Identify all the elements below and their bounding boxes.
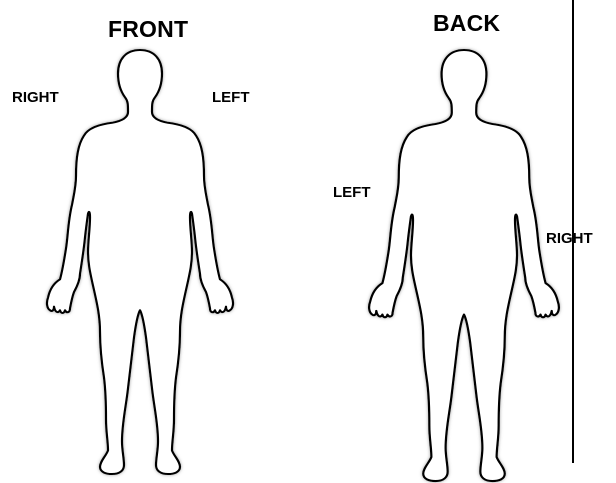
back-title: BACK <box>433 12 500 35</box>
back-body-outline <box>369 50 559 481</box>
front-left-label: LEFT <box>212 90 250 105</box>
front-body-outline <box>47 50 233 474</box>
front-right-label: RIGHT <box>12 90 59 105</box>
back-right-label: RIGHT <box>546 231 593 246</box>
front-title: FRONT <box>108 18 188 41</box>
back-left-label: LEFT <box>333 185 371 200</box>
